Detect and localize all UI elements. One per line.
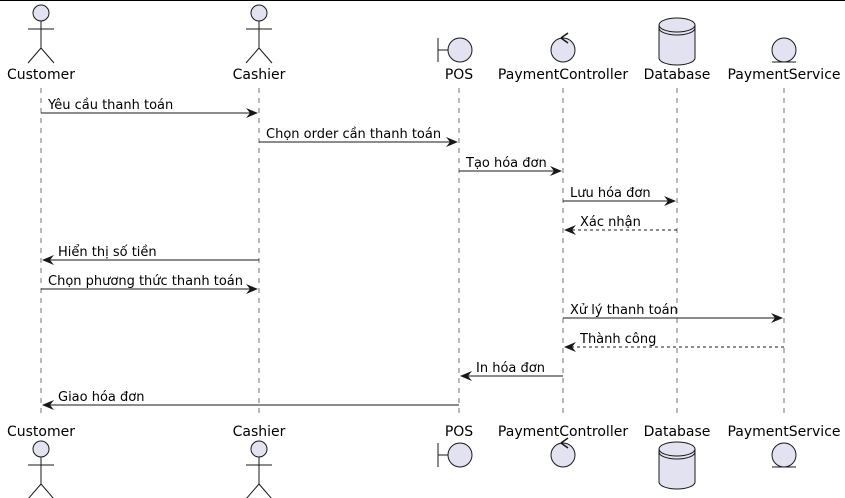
participant-label: POS [445, 67, 473, 83]
message-11: Giao hóa đơn [42, 390, 459, 410]
participant-customer-bottom: Customer [7, 424, 75, 498]
message-10: In hóa đơn [460, 361, 563, 381]
participant-payment_service-bottom: PaymentService [727, 424, 841, 468]
participant-payment_controller-top: PaymentController [498, 32, 628, 83]
participant-label: PaymentController [498, 424, 628, 440]
boundary-icon [437, 37, 473, 63]
message-label: Yêu cầu thanh toán [47, 98, 173, 113]
participant-payment_controller-bottom: PaymentController [498, 424, 628, 468]
participant-label: Customer [7, 424, 75, 440]
message-6: Hiển thị số tiền [42, 245, 259, 265]
participant-customer-top: Customer [7, 4, 75, 83]
participant-label: Cashier [233, 424, 286, 440]
database-icon [658, 441, 696, 490]
boundary-icon [437, 442, 473, 468]
message-2: Chọn order cần thanh toán [259, 127, 458, 147]
control-icon [550, 437, 576, 468]
message-4: Lưu hóa đơn [563, 186, 676, 206]
message-label: Thành công [579, 332, 656, 347]
control-icon [550, 32, 576, 63]
message-label: Xác nhận [580, 215, 641, 230]
message-label: Hiển thị số tiền [58, 245, 157, 260]
participant-label: PaymentService [727, 424, 840, 440]
participant-label: Cashier [233, 67, 286, 83]
participant-pos-top: POS [437, 37, 473, 83]
actor-icon [27, 4, 55, 64]
participant-label: POS [445, 424, 473, 440]
entity-icon [771, 442, 797, 468]
actor-icon [28, 440, 54, 498]
participant-cashier-top: Cashier [233, 4, 286, 83]
participant-database-bottom: Database [644, 424, 711, 490]
actor-icon [246, 440, 272, 498]
message-label: Lưu hóa đơn [570, 186, 651, 201]
participant-label: Database [644, 67, 711, 83]
database-icon [658, 17, 696, 66]
message-label: Tạo hóa đơn [465, 156, 547, 171]
participant-database-top: Database [644, 17, 711, 83]
participant-cashier-bottom: Cashier [233, 424, 286, 498]
participant-pos-bottom: POS [437, 424, 473, 468]
message-label: Giao hóa đơn [58, 390, 144, 405]
participant-label: PaymentController [498, 67, 628, 83]
participant-label: PaymentService [727, 67, 840, 83]
message-label: Chọn order cần thanh toán [266, 127, 441, 142]
message-7: Chọn phương thức thanh toán [41, 274, 258, 294]
message-label: Chọn phương thức thanh toán [48, 274, 243, 289]
participant-label: Database [644, 424, 711, 440]
message-5: Xác nhận [564, 215, 677, 235]
actor-icon [245, 4, 273, 64]
message-9: Thành công [564, 332, 784, 352]
message-label: Xử lý thanh toán [570, 303, 678, 318]
message-8: Xử lý thanh toán [563, 303, 783, 323]
message-label: In hóa đơn [476, 361, 545, 376]
message-3: Tạo hóa đơn [459, 156, 562, 176]
participant-label: Customer [7, 67, 75, 83]
participant-payment_service-top: PaymentService [727, 37, 841, 83]
message-1: Yêu cầu thanh toán [41, 98, 258, 118]
entity-icon [771, 37, 797, 63]
